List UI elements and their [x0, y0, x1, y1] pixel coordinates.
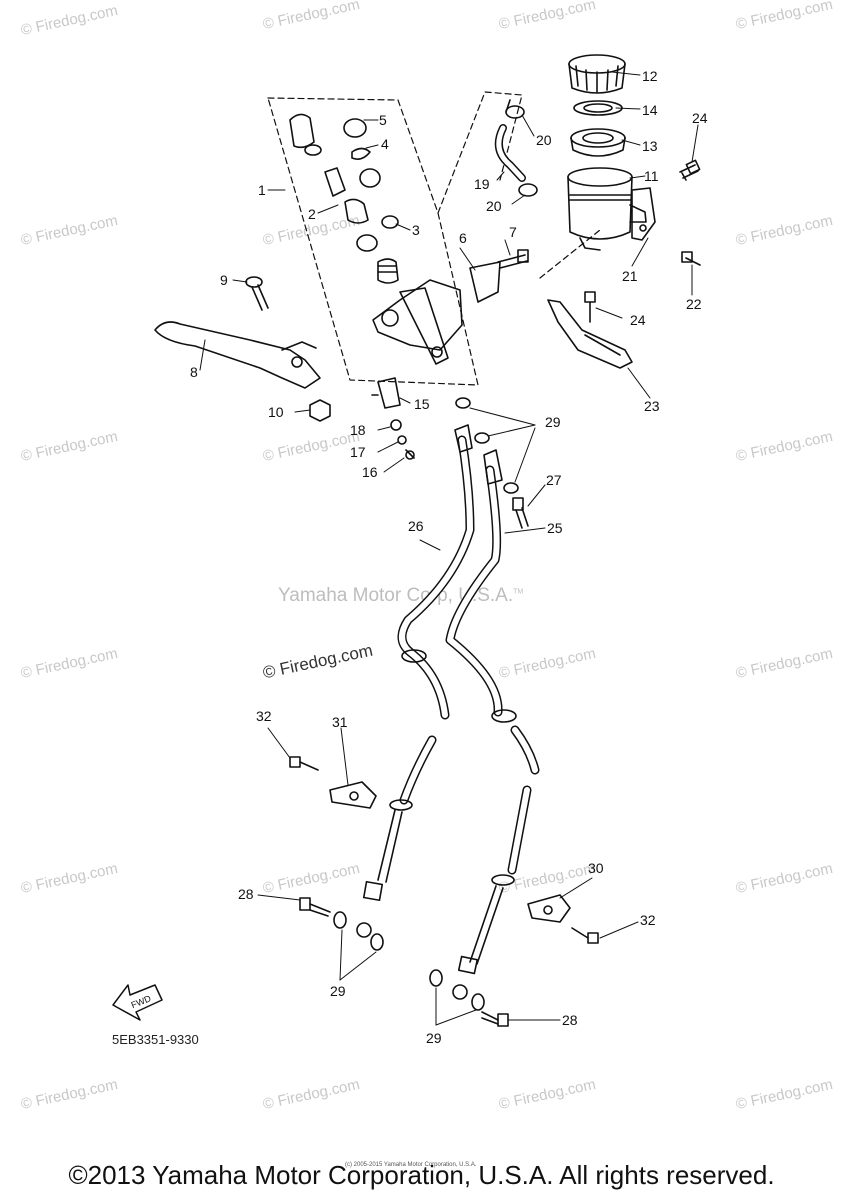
- callout-11: 11: [644, 168, 659, 184]
- callout-27: 27: [546, 472, 562, 488]
- callout-25: 25: [547, 520, 563, 536]
- group-box-piston: [267, 97, 479, 386]
- bolt-top: [679, 159, 701, 181]
- hose-holder-bracket: [547, 299, 633, 369]
- callout-9: 9: [220, 272, 228, 288]
- callout-5: 5: [379, 112, 387, 128]
- trademark: TM: [513, 588, 524, 596]
- piston-parts: [289, 113, 399, 284]
- reservoir-bracket: [631, 187, 656, 241]
- hose-clip-top: [505, 99, 525, 119]
- fwd-arrow-icon: FWD: [112, 984, 163, 1021]
- callout-28-left: 28: [238, 886, 254, 902]
- callout-26: 26: [408, 518, 424, 534]
- callout-28-right: 28: [562, 1012, 578, 1028]
- callout-3: 3: [412, 222, 420, 238]
- callout-29-top: 29: [545, 414, 561, 430]
- corp-watermark: Yamaha Motor Corp, U.S.A.TM: [278, 585, 523, 607]
- hose-clip-bottom: [518, 183, 538, 197]
- cap-plate: [573, 100, 623, 116]
- fluid-reservoir: [567, 167, 647, 251]
- callout-32-upper: 32: [256, 708, 272, 724]
- callout-20-top: 20: [536, 132, 552, 148]
- clamp-bolt-lower: [571, 927, 599, 944]
- callout-7: 7: [509, 224, 517, 240]
- callout-4: 4: [381, 136, 389, 152]
- corp-text: Yamaha Motor Corp, U.S.A.: [278, 585, 514, 606]
- diaphragm: [570, 128, 626, 157]
- master-cylinder: [372, 261, 501, 365]
- callout-29-right: 29: [426, 1030, 442, 1046]
- callout-32-lower: 32: [640, 912, 656, 928]
- holder-bolt: [497, 249, 529, 269]
- callout-1: 1: [258, 182, 266, 198]
- callout-17: 17: [350, 444, 366, 460]
- callout-20-bottom: 20: [486, 198, 502, 214]
- callout-10: 10: [268, 404, 284, 420]
- lever-pivot-bolt: [245, 276, 269, 311]
- brake-light-switch: [371, 377, 401, 409]
- callout-31: 31: [332, 714, 348, 730]
- callout-2: 2: [308, 206, 316, 222]
- leader-reservoir: [539, 229, 601, 279]
- group-box-reservoir-hose: [437, 91, 523, 214]
- washers-lower-left: [333, 911, 384, 951]
- callout-19: 19: [474, 176, 490, 192]
- brake-hose-right: [445, 449, 540, 1000]
- tiny-copyright: (c) 2005-2015 Yamaha Motor Corporation, …: [345, 1162, 477, 1168]
- leader-lines: [199, 71, 699, 1026]
- union-parts: [390, 419, 415, 460]
- callout-30: 30: [588, 860, 604, 876]
- reservoir-hose: [494, 124, 526, 182]
- callout-29-left: 29: [330, 983, 346, 999]
- callout-21: 21: [622, 268, 638, 284]
- clamp-bolt-upper: [289, 756, 319, 771]
- callout-18: 18: [350, 422, 366, 438]
- callout-23: 23: [644, 398, 660, 414]
- washers-lower-right: [429, 969, 485, 1011]
- callout-6: 6: [459, 230, 467, 246]
- union-bolt-lower-right: [481, 1011, 509, 1027]
- brake-lever: [154, 321, 321, 389]
- fwd-label: FWD: [130, 993, 153, 1010]
- callout-24-top: 24: [692, 110, 708, 126]
- callout-22: 22: [686, 296, 702, 312]
- callout-15: 15: [414, 396, 430, 412]
- brake-hose-left: [356, 424, 475, 938]
- bolt-bracket: [681, 251, 701, 266]
- callout-13: 13: [642, 138, 658, 154]
- reservoir-cap: [568, 54, 626, 94]
- washers-top: [455, 397, 519, 494]
- bolt-bracket-lower: [584, 291, 596, 323]
- footer-copyright: ©2013 Yamaha Motor Corporation, U.S.A. A…: [68, 1160, 775, 1190]
- callout-16: 16: [362, 464, 378, 480]
- union-bolt-lower-left: [299, 897, 331, 917]
- union-bolt: [512, 497, 529, 529]
- callout-12: 12: [642, 68, 658, 84]
- part-code: 5EB3351-9330: [112, 1032, 199, 1047]
- lever-nut: [309, 399, 331, 422]
- callout-24-lower: 24: [630, 312, 646, 328]
- hose-clamp-lower: [527, 894, 571, 923]
- callout-14: 14: [642, 102, 658, 118]
- hose-clamp-upper: [329, 781, 377, 809]
- callout-8: 8: [190, 364, 198, 380]
